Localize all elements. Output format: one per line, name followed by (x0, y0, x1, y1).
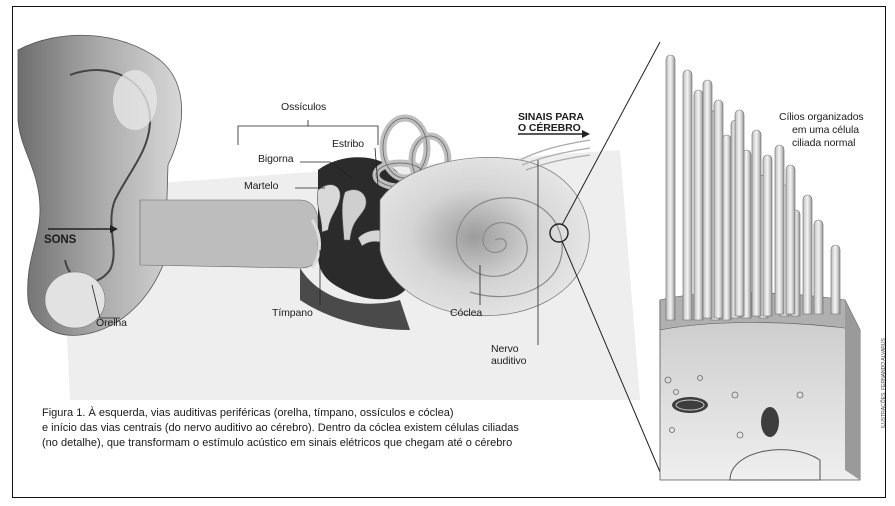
hair-cell-body (660, 300, 860, 480)
signals-label-line2: O CÉREBRO (518, 122, 581, 134)
stereocilium (683, 70, 692, 320)
cochlea (380, 157, 589, 315)
stereocilium (752, 130, 761, 316)
cochlea-label: Cóclea (450, 307, 482, 319)
stereocilium (786, 165, 795, 314)
stereocilium (703, 80, 712, 318)
mitochondrion (672, 397, 708, 413)
caption-line-1: Figura 1. À esquerda, vias auditivas per… (42, 406, 602, 421)
mitochondrion-2 (761, 407, 779, 437)
stereocilium (714, 100, 723, 318)
stereocilium (775, 145, 784, 314)
cilia-label-line1: Cílios organizados (779, 111, 864, 123)
cilia-label-line3: ciliada normal (792, 137, 855, 149)
stereocilium (666, 55, 675, 320)
caption-line-3: (no detalhe), que transformam o estímulo… (42, 436, 602, 451)
stereocilia-bundle (666, 55, 840, 320)
sounds-label: SONS (44, 234, 76, 246)
stereocilium (814, 220, 823, 314)
stereocilium (803, 195, 812, 314)
nerve-label-line2: auditivo (491, 355, 526, 367)
ear-helix-light (113, 70, 157, 130)
stereocilium (831, 245, 840, 314)
caption-line-2: e início das vias centrais (do nervo aud… (42, 421, 602, 436)
cilia-label-line2: em uma célula (792, 124, 859, 136)
ossicles-label: Ossículos (281, 101, 326, 113)
figure-caption: Figura 1. À esquerda, vias auditivas per… (42, 406, 602, 451)
stereocilium (722, 135, 731, 320)
stereocilium (694, 90, 703, 320)
outer-ear-label: Orelha (96, 317, 127, 329)
ear-canal (140, 200, 318, 268)
stirrup-label: Estribo (332, 138, 364, 150)
cell-membrane-edge (845, 300, 860, 480)
illustration-credit: ILUSTRAÇÕES: FERNANDO ALVARUS (881, 338, 887, 428)
nerve-label-line1: Nervo (491, 343, 519, 355)
anvil-label: Bigorna (258, 153, 294, 165)
stereocilium (763, 155, 772, 316)
stereocilium (735, 110, 744, 316)
hammer-label: Martelo (244, 180, 278, 192)
eardrum-label: Tímpano (272, 307, 313, 319)
